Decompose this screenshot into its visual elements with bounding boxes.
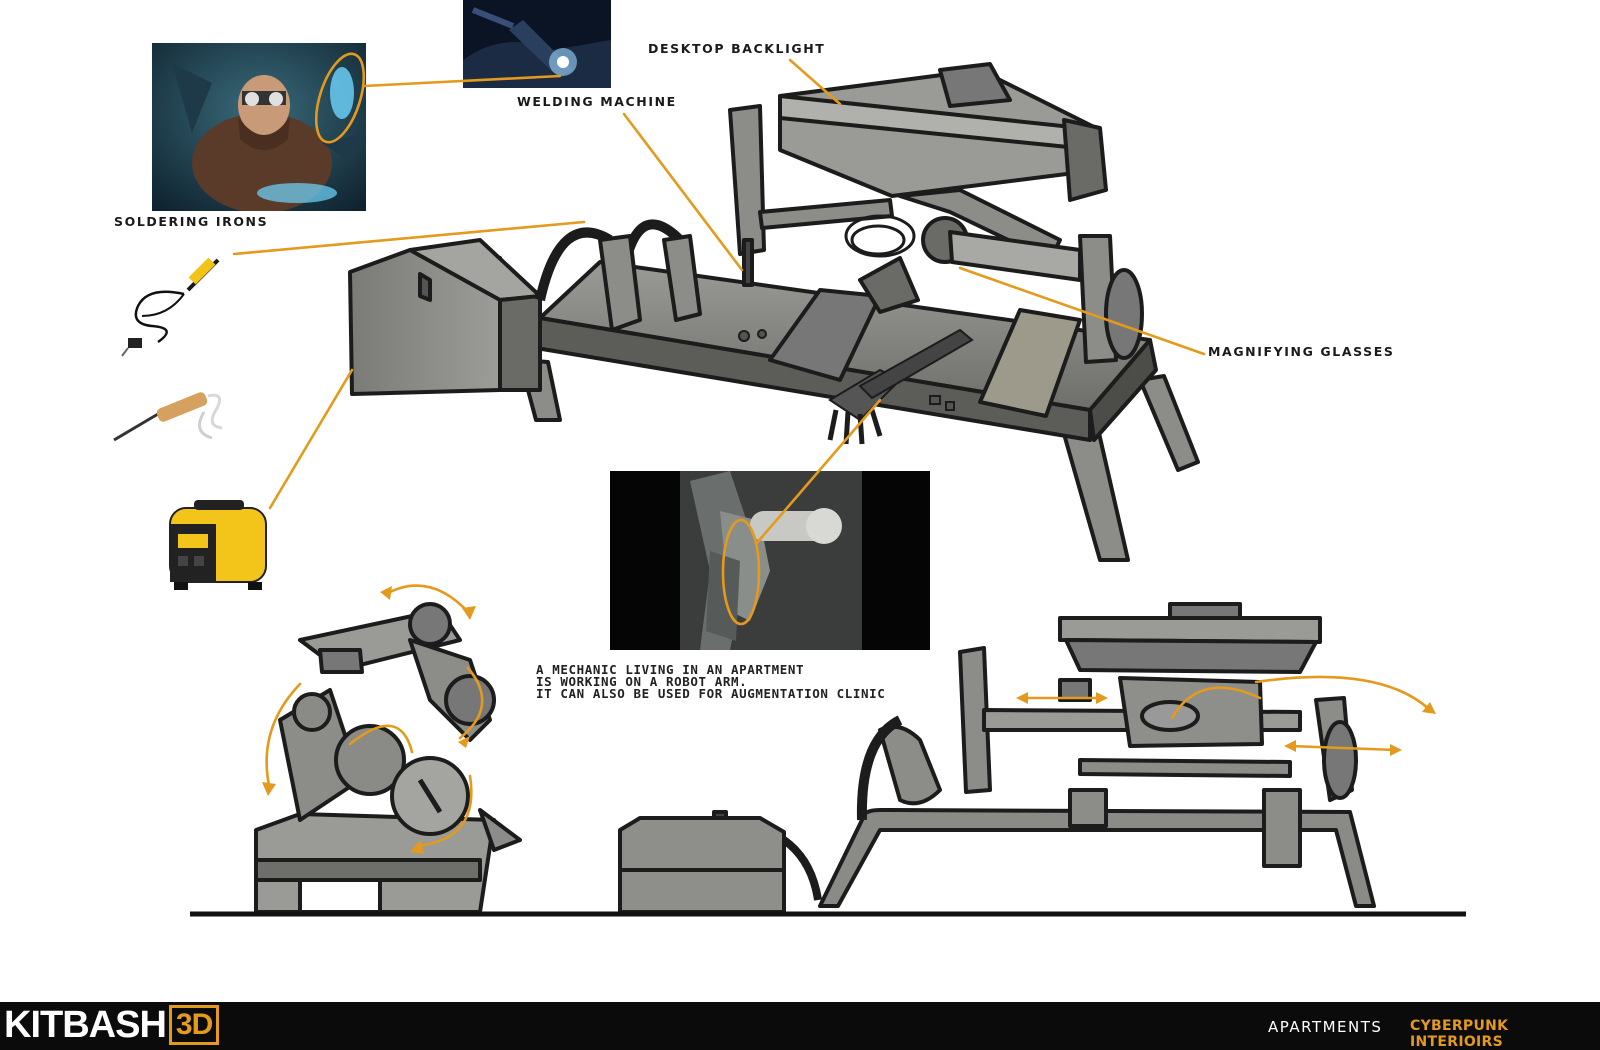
description-line-2: IS WORKING ON A ROBOT ARM.: [536, 674, 748, 689]
soldering-iron-reference-1: [118, 246, 224, 358]
description-line-3: IT CAN ALSO BE USED FOR AUGMENTATION CLI…: [536, 686, 886, 701]
soldering-irons-label: SOLDERING IRONS: [114, 214, 269, 229]
welding-reference-photo: [463, 0, 611, 88]
scene-description: A MECHANIC LIVING IN AN APARTMENT IS WOR…: [536, 662, 886, 701]
kitbash3d-logo: KITBASH 3D: [4, 1004, 220, 1046]
footer-category: APARTMENTS: [1268, 1018, 1383, 1036]
logo-word: KITBASH: [4, 1004, 167, 1046]
magnifying-glasses-label: MAGNIFYING GLASSES: [1208, 344, 1395, 359]
welding-machine-label: WELDING MACHINE: [517, 94, 677, 109]
soldering-iron-reference-2: [112, 382, 230, 444]
desktop-backlight-label: DESKTOP BACKLIGHT: [648, 41, 826, 56]
footer-bar: [0, 1002, 1600, 1050]
description-line-1: A MECHANIC LIVING IN AN APARTMENT: [536, 662, 805, 677]
footer-collection: CYBERPUNK INTERIOIRS: [1410, 1018, 1509, 1050]
logo-badge: 3D: [168, 1005, 220, 1045]
concept-sheet: DESKTOP BACKLIGHT WELDING MACHINE SOLDER…: [112, 0, 1466, 917]
workbench-illustration: [190, 52, 1466, 917]
generator-reference-photo: [164, 494, 272, 596]
robot-arm-reference-photo: [610, 471, 930, 650]
